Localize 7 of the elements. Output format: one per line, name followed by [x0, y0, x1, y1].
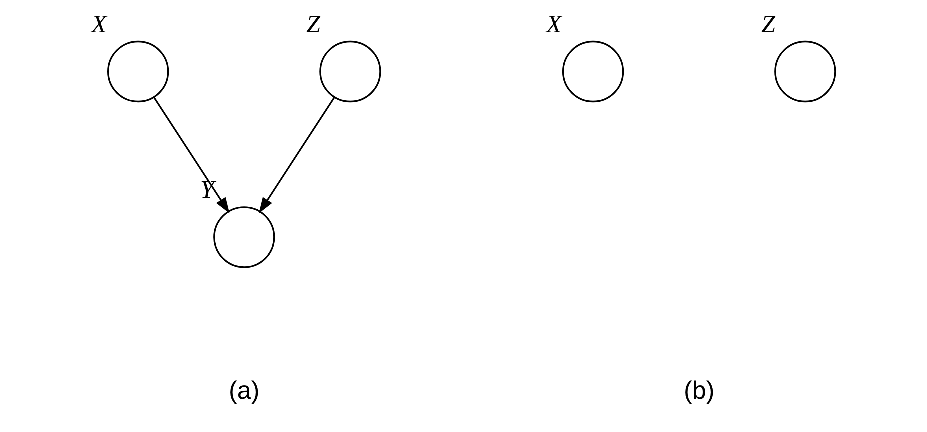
node-label: X — [92, 12, 107, 39]
node-label: Z — [761, 12, 776, 39]
label: (a) — [229, 377, 260, 406]
node-label: Y — [200, 177, 214, 204]
label: (b) — [684, 377, 715, 406]
node-label: X — [546, 12, 562, 39]
node-label: Z — [306, 12, 320, 39]
